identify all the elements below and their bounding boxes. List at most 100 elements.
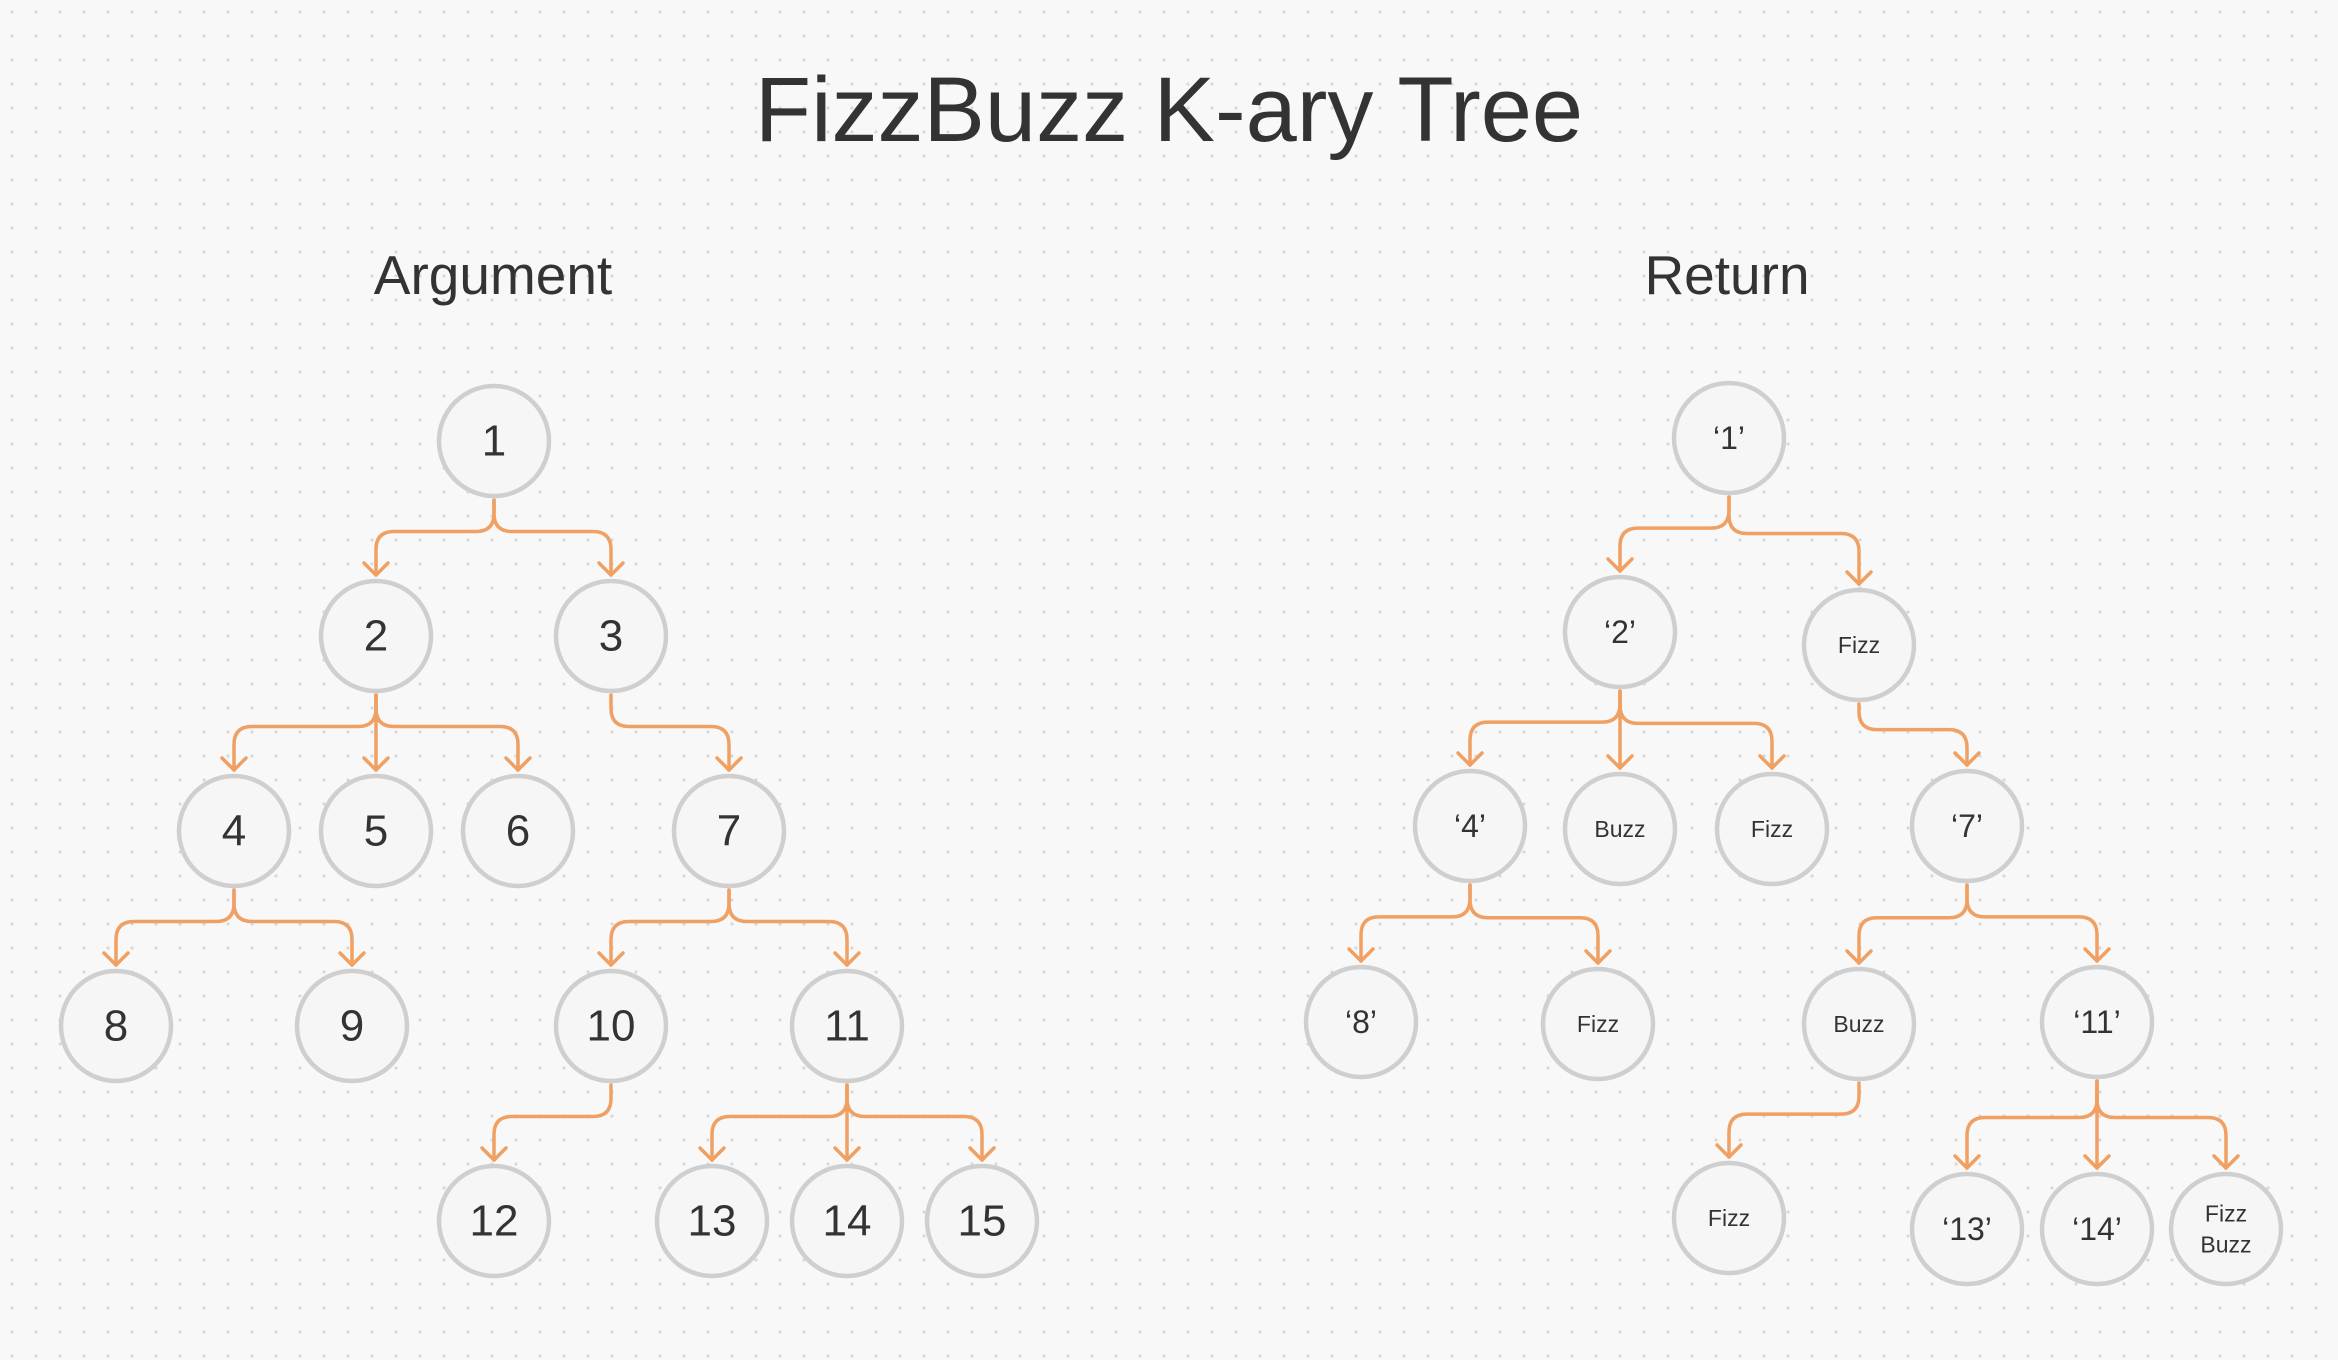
page-title: FizzBuzz K-ary Tree [754,59,1584,161]
return-arrowhead-r4 [1456,751,1484,767]
argument-arrowhead-a2 [362,561,390,577]
return-edge-r10-r12 [1727,1081,1861,1159]
return-edge-r1-r3 [1727,495,1861,586]
argument-node-circle [671,773,787,889]
argument-node-circle [436,1163,552,1279]
return-node-circle [1562,574,1678,690]
return-node-label: ‘8’ [1345,1004,1377,1040]
return-edge-r11-r15 [2095,1079,2228,1170]
return-arrowhead-r7 [1953,751,1981,767]
return-node-circle [2039,1171,2155,1287]
argument-node-a7: 7 [671,773,787,889]
argument-edge-a4-a9 [232,888,354,967]
argument-node-label: 2 [364,612,388,661]
argument-node-circle [436,383,552,499]
return-node-label: ‘14’ [2072,1211,2122,1247]
return-arrowhead-r6 [1758,754,1786,770]
argument-edge-a2-a4 [232,693,378,772]
argument-arrowhead-a13 [698,1146,726,1162]
argument-arrowhead-a6 [504,756,532,772]
return-heading: Return [1644,244,1810,306]
argument-node-a5: 5 [318,773,434,889]
argument-node-label: 10 [587,1002,636,1051]
return-arrowhead-r11 [2083,947,2111,963]
argument-node-circle [553,578,669,694]
return-node-r1: ‘1’ [1671,380,1787,496]
argument-node-label: 12 [470,1197,519,1246]
return-node-label: Buzz [2200,1232,2251,1258]
argument-node-circle [654,1163,770,1279]
return-node-r15: FizzBuzz [2168,1171,2284,1287]
return-node-circle [1562,771,1678,887]
return-node-circle [1801,587,1917,703]
return-node-label: ‘13’ [1942,1211,1992,1247]
argument-node-circle [318,578,434,694]
return-node-label: ‘7’ [1951,808,1983,844]
return-edge-r7-r10 [1857,883,1969,965]
return-arrowhead-r3 [1845,570,1873,586]
argument-node-a13: 13 [654,1163,770,1279]
return-arrowhead-r15 [2212,1154,2240,1170]
return-node-circle [1714,771,1830,887]
return-node-circle [1412,768,1528,884]
argument-node-circle [789,1163,905,1279]
return-node-label: Fizz [2205,1201,2247,1227]
return-node-circle [1909,768,2025,884]
return-node-label: Fizz [1838,632,1880,658]
return-node-circle [1671,1160,1787,1276]
argument-node-label: 3 [599,612,623,661]
return-edge-r11-r13 [1965,1079,2099,1170]
return-node-circle [1303,964,1419,1080]
return-arrowhead-r14 [2083,1154,2111,1170]
argument-edge-a11-a15 [845,1083,984,1162]
return-edge-r2-r6 [1618,689,1774,770]
argument-node-label: 15 [958,1197,1007,1246]
return-node-label: ‘4’ [1454,808,1486,844]
return-node-r5: Buzz [1562,771,1678,887]
argument-arrowhead-a10 [597,951,625,967]
argument-node-circle [58,968,174,1084]
return-node-label: Fizz [1577,1011,1619,1037]
argument-arrowhead-a5 [362,756,390,772]
return-node-circle [1540,966,1656,1082]
return-node-label: Buzz [1594,816,1645,842]
argument-node-label: 11 [824,1002,870,1051]
argument-node-a11: 11 [789,968,905,1084]
return-node-label: Fizz [1751,816,1793,842]
argument-node-label: 13 [688,1197,737,1246]
return-arrowhead-r8 [1347,947,1375,963]
argument-node-circle [553,968,669,1084]
return-node-r13: ‘13’ [1909,1171,2025,1287]
return-node-r12: Fizz [1671,1160,1787,1276]
argument-node-circle [294,968,410,1084]
return-node-circle [2168,1171,2284,1287]
argument-node-circle [318,773,434,889]
argument-node-circle [789,968,905,1084]
argument-edge-a1-a2 [374,498,496,577]
return-edge-r2-r4 [1468,689,1622,767]
argument-heading: Argument [373,244,613,306]
argument-arrowhead-a11 [833,951,861,967]
argument-node-a1: 1 [436,383,552,499]
argument-node-label: 4 [222,807,246,856]
return-arrowhead-r12 [1715,1143,1743,1159]
argument-arrowhead-a9 [338,951,366,967]
return-node-r11: ‘11’ [2039,964,2155,1080]
argument-node-circle [176,773,292,889]
return-arrowhead-r5 [1606,754,1634,770]
argument-arrowhead-a15 [968,1146,996,1162]
return-edge-r4-r9 [1468,883,1600,965]
argument-node-a12: 12 [436,1163,552,1279]
argument-node-circle [460,773,576,889]
argument-edge-a3-a7 [609,693,731,772]
return-edge-r7-r11 [1965,883,2099,963]
return-node-circle [1671,380,1787,496]
argument-edge-a4-a8 [114,888,236,967]
return-node-circle [1801,966,1917,1082]
argument-node-label: 5 [364,807,388,856]
argument-node-a4: 4 [176,773,292,889]
return-node-r8: ‘8’ [1303,964,1419,1080]
return-node-r10: Buzz [1801,966,1917,1082]
argument-node-a6: 6 [460,773,576,889]
